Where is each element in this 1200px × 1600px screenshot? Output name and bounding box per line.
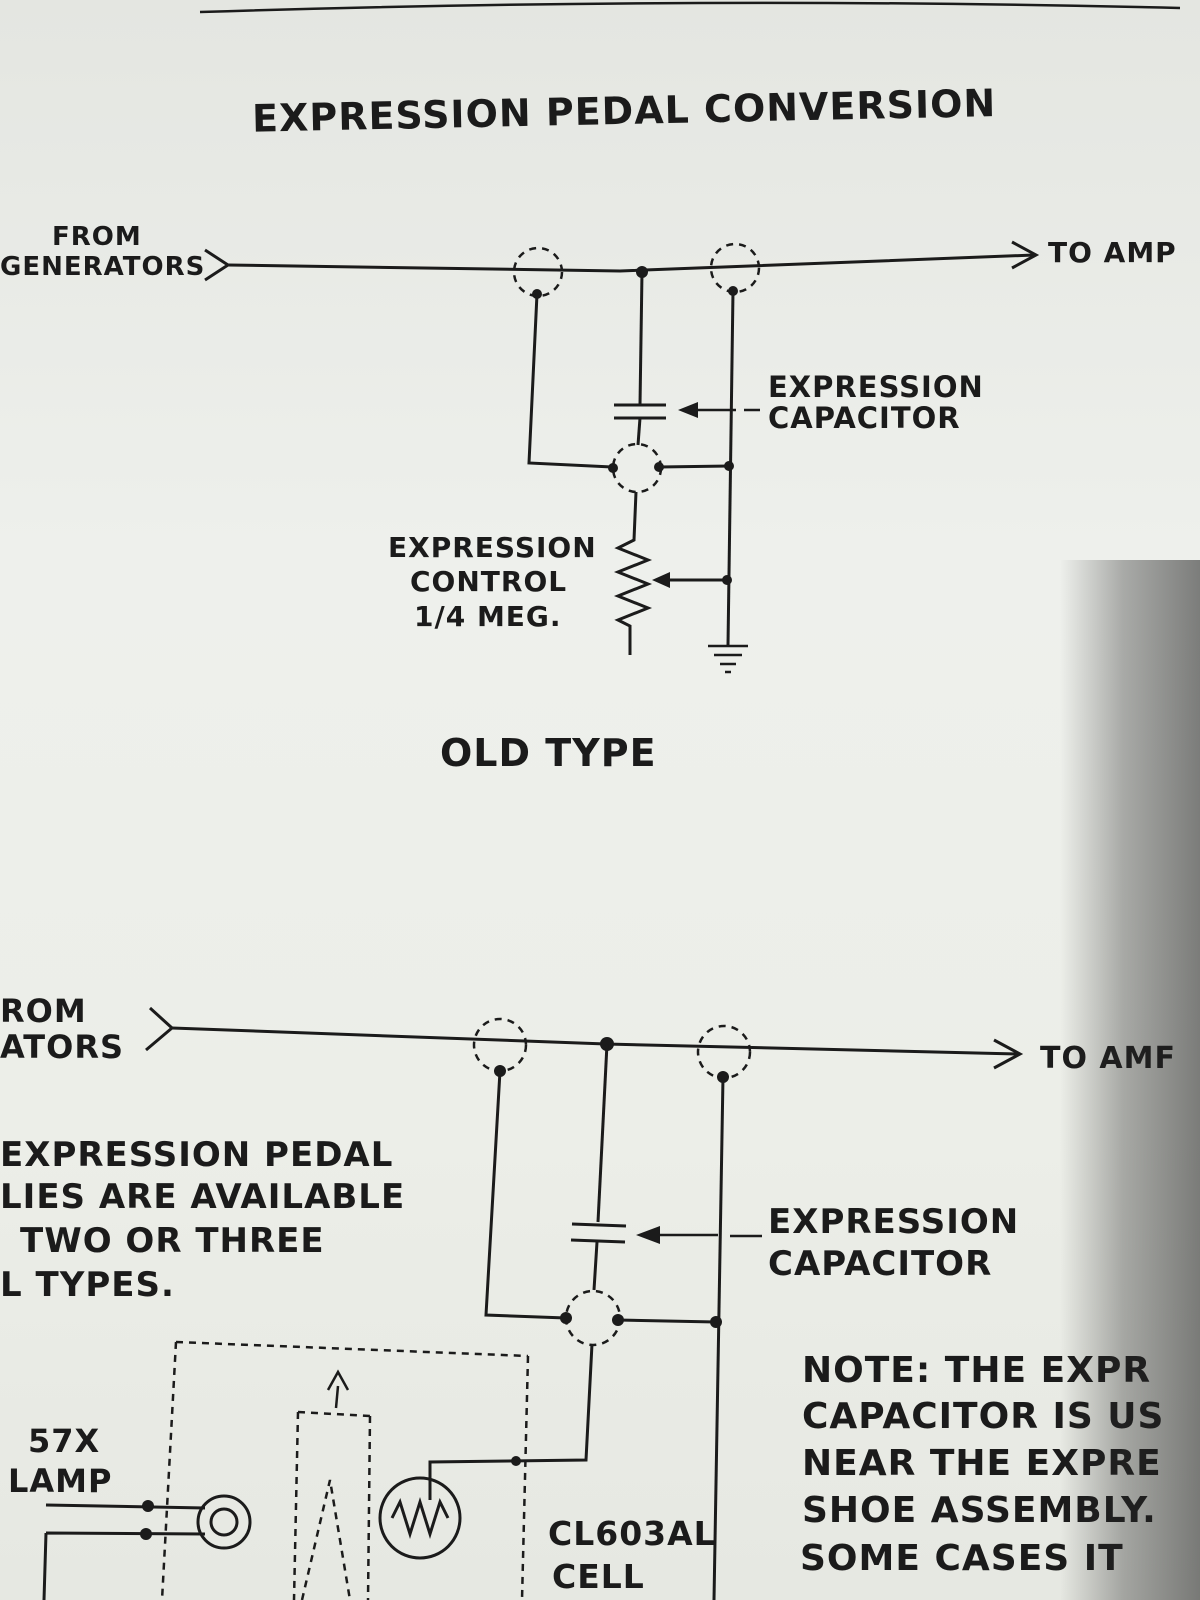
new-output-arrow xyxy=(993,1038,1024,1070)
assemblies-text-1: EXPRESSION PEDAL xyxy=(0,1135,393,1175)
pedal-box-right xyxy=(520,1355,530,1600)
old-type-caption: OLD TYPE xyxy=(440,731,657,775)
old-signal-line xyxy=(227,253,1035,273)
old-from-label-1: FROM xyxy=(52,222,142,252)
lamp-symbol-outer xyxy=(196,1494,252,1550)
old-wire-cap-bottom xyxy=(636,417,642,446)
note-text-2: CAPACITOR IS US xyxy=(802,1396,1164,1437)
old-connector-middle xyxy=(611,442,663,494)
cell-label-2: CELL xyxy=(552,1557,645,1596)
photocell-resistor xyxy=(390,1496,450,1540)
old-from-label-2: GENERATORS xyxy=(0,252,205,282)
note-text-4: SHOE ASSEMBLY. xyxy=(802,1490,1157,1531)
lamp-label-1: 57X xyxy=(28,1422,100,1460)
new-connector-middle xyxy=(564,1289,622,1347)
old-control-label-2: CONTROL xyxy=(410,565,567,598)
pedal-box-top xyxy=(175,1340,529,1358)
old-junction-right-mid xyxy=(724,461,734,471)
old-input-chevron xyxy=(204,248,231,282)
new-capacitor-label-1: EXPRESSION xyxy=(768,1202,1019,1242)
diagram-title: EXPRESSION PEDAL CONVERSION xyxy=(252,81,997,141)
old-wire-left xyxy=(527,293,613,469)
new-capacitor-plate-1 xyxy=(571,1222,627,1228)
new-wire-left xyxy=(484,1070,567,1320)
note-text-3: NEAR THE EXPRE xyxy=(802,1443,1162,1484)
shoe-arrow-line xyxy=(334,1385,340,1409)
old-to-amp-label: TO AMP xyxy=(1048,236,1177,269)
old-capacitor-label-2: CAPACITOR xyxy=(768,401,961,435)
new-junction-cell xyxy=(511,1456,521,1466)
old-wire-cap-top xyxy=(638,271,644,406)
assemblies-text-3: TWO OR THREE xyxy=(20,1221,325,1261)
new-type-circuit: ROM ATORS TO AMF EXPRESSION CAPACITOR EX… xyxy=(0,992,1176,1600)
new-junction-right-mid xyxy=(710,1316,722,1328)
page-edge xyxy=(199,1,1181,14)
lamp-wires xyxy=(42,1503,206,1600)
note-text-5: SOME CASES IT xyxy=(800,1538,1124,1579)
shoe-top xyxy=(297,1410,371,1418)
lamp-label-2: LAMP xyxy=(8,1462,112,1500)
new-wire-cap-top xyxy=(596,1043,609,1223)
lamp-junction-1 xyxy=(142,1500,154,1512)
new-wire-mid-right xyxy=(617,1318,717,1324)
lamp-junction-2 xyxy=(140,1528,152,1540)
pedal-box-left xyxy=(160,1341,178,1600)
shoe-right xyxy=(366,1415,372,1600)
cell-label-1: CL603AL xyxy=(548,1514,716,1553)
new-input-chevron xyxy=(145,1006,175,1052)
new-wire-to-cell xyxy=(428,1343,594,1500)
new-from-label-2: ATORS xyxy=(0,1028,124,1066)
old-junction-mid-left xyxy=(608,463,618,473)
new-signal-line xyxy=(171,1026,1019,1056)
new-wire-cap-bottom xyxy=(592,1241,599,1291)
old-connector-left xyxy=(512,246,564,298)
assemblies-text-4: L TYPES. xyxy=(0,1265,175,1305)
shoe-left xyxy=(292,1411,300,1600)
old-potentiometer xyxy=(613,491,653,655)
old-control-label-1: EXPRESSION xyxy=(388,531,597,564)
old-capacitor-label-1: EXPRESSION xyxy=(768,370,984,404)
old-output-arrow xyxy=(1011,240,1040,270)
spring-symbol xyxy=(300,1479,352,1600)
lamp-symbol-inner xyxy=(209,1507,239,1537)
old-capacitor-arrow-head xyxy=(678,402,698,418)
old-type-circuit: FROM GENERATORS TO AMP EXPRESSION CAPACI… xyxy=(0,222,1177,775)
old-wiper-arrow xyxy=(652,572,670,588)
new-connector-left xyxy=(472,1017,528,1073)
old-control-label-3: 1/4 MEG. xyxy=(414,600,562,633)
assemblies-text-2: LIES ARE AVAILABLE xyxy=(0,1177,405,1217)
new-from-label-1: ROM xyxy=(0,992,87,1030)
old-wire-mid-right xyxy=(658,464,731,469)
new-wire-right-vertical xyxy=(712,1076,725,1600)
new-capacitor-label-2: CAPACITOR xyxy=(768,1244,992,1284)
shoe-arrow-head xyxy=(326,1369,350,1391)
old-ground-symbol xyxy=(708,644,748,674)
old-connector-right xyxy=(709,242,761,294)
new-capacitor-plate-2 xyxy=(570,1238,626,1244)
new-junction-mid-left xyxy=(560,1312,572,1324)
note-text-1: NOTE: THE EXPR xyxy=(802,1350,1151,1391)
photocell-symbol xyxy=(378,1476,462,1560)
new-to-amp-label: TO AMF xyxy=(1040,1041,1176,1076)
new-capacitor-arrow-head xyxy=(636,1226,660,1244)
new-connector-right xyxy=(696,1024,752,1080)
